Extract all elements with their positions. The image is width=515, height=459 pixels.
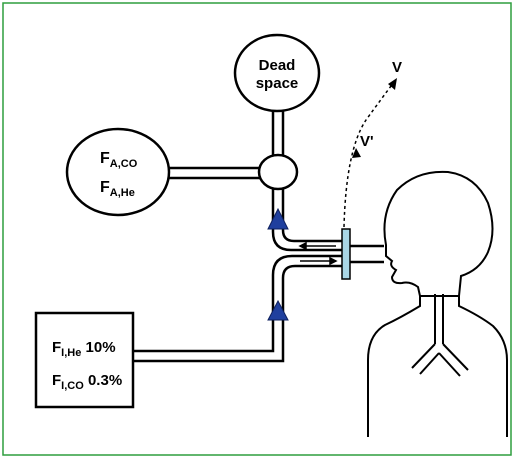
inspired-co-label: FI,CO 0.3% — [52, 372, 122, 392]
person-outline — [367, 170, 508, 437]
expiratory-tube — [271, 189, 342, 252]
alveolar-tube — [169, 166, 260, 180]
flow-arrowhead-top — [388, 78, 397, 90]
mouth-tube — [350, 244, 384, 264]
alveolar-he-label: FA,He — [100, 179, 135, 199]
dead-space-tube — [271, 111, 285, 155]
flow-arrowhead-mid — [352, 148, 361, 158]
flow-v-label: V — [392, 59, 402, 76]
inspired-he-label: FI,He 10% — [52, 339, 116, 359]
mouthpiece-filter — [341, 228, 351, 280]
flow-curve-arrow — [343, 78, 397, 228]
alveolar-co-label: FA,CO — [100, 150, 138, 170]
flow-arrows — [298, 241, 338, 266]
dead-space-node: Dead space — [233, 33, 321, 113]
flow-v-prime-label: V' — [360, 133, 374, 150]
diagram-frame — [2, 2, 512, 456]
inspired-gas-box: FI,He 10% FI,CO 0.3% — [34, 311, 135, 409]
alveolar-node: FA,CO FA,He — [65, 127, 171, 217]
inspiratory-valve-icon — [267, 299, 289, 321]
expiratory-valve-icon — [267, 207, 289, 230]
inspiratory-tube — [133, 254, 342, 363]
junction-valve — [257, 153, 299, 191]
dead-space-label-1: Dead — [259, 57, 296, 74]
dead-space-label-2: space — [256, 75, 299, 92]
